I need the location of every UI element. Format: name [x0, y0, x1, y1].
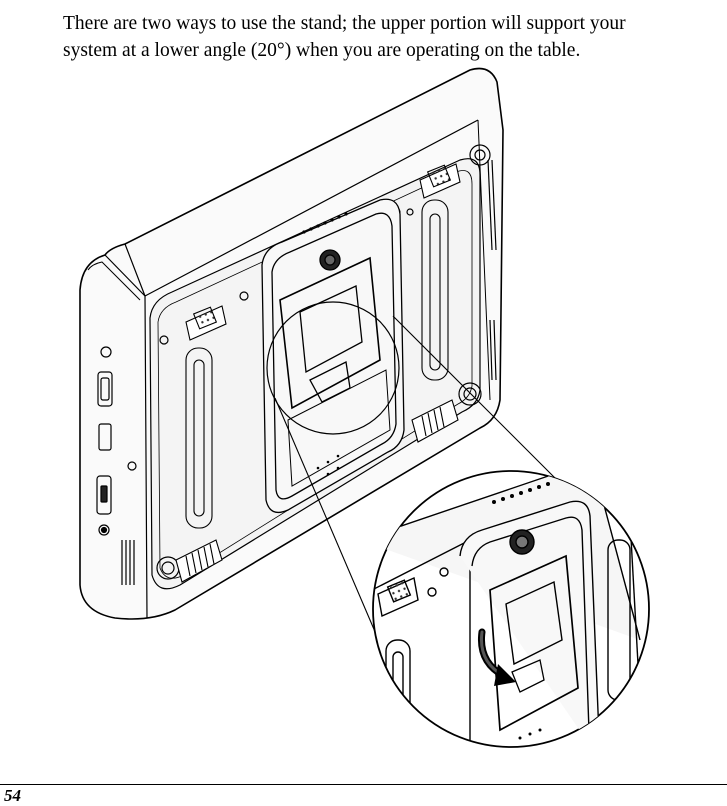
side-vents: [121, 159, 497, 585]
curved-arrow-icon: [477, 628, 516, 686]
footer-rule: [0, 784, 727, 785]
slot-recesses: [185, 199, 449, 529]
bottom-vents: [175, 399, 459, 583]
stand-panel: [261, 198, 405, 514]
callout-source-circle: [266, 301, 400, 435]
tablet-stand-illustration: [79, 67, 650, 748]
page-number: 54: [4, 786, 21, 805]
intro-line-2: system at a lower angle (20°) when you a…: [63, 40, 581, 61]
intro-line-1: There are two ways to use the stand; the…: [63, 13, 626, 34]
zoom-detail: [372, 470, 650, 748]
side-ports: [96, 346, 137, 536]
intro-paragraph: There are two ways to use the stand; the…: [63, 10, 727, 64]
latch-switches: [185, 163, 461, 341]
